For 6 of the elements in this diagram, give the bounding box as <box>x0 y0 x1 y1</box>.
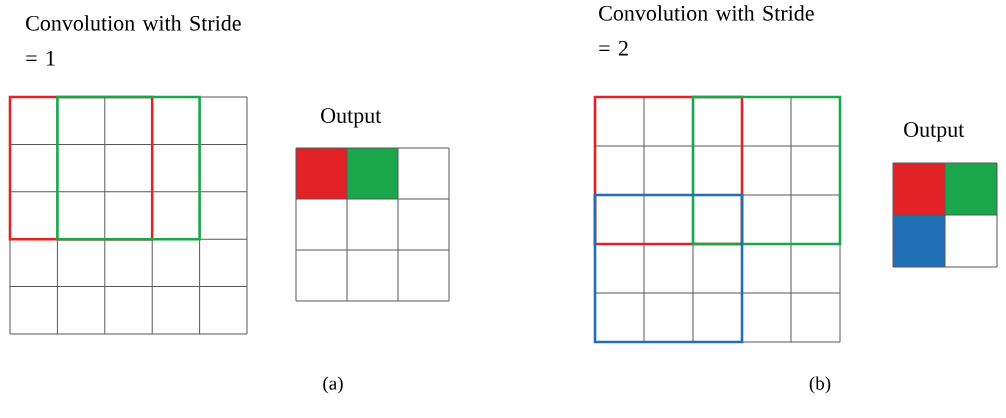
heading: Convolution with Stride = 2 <box>599 5 814 56</box>
heading: Convolution with Stride = 1 <box>26 15 241 66</box>
heading: Output <box>321 108 382 128</box>
heading: Output <box>904 122 965 142</box>
heading: (a) <box>323 376 343 394</box>
heading: (b) <box>809 376 831 394</box>
